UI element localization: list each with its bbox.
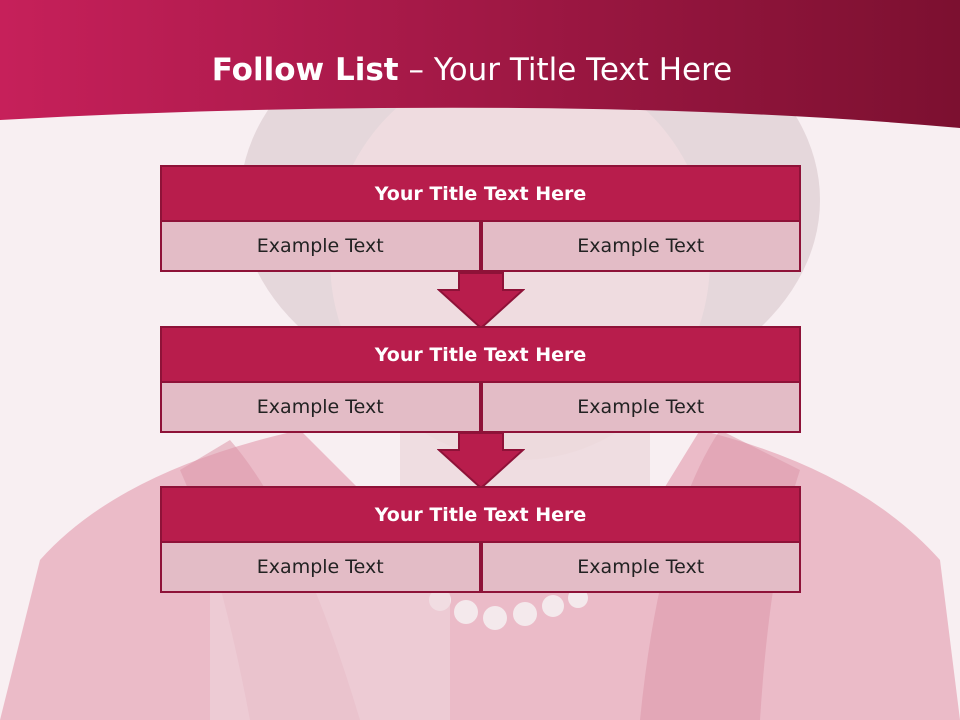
page-title-rest: – Your Title Text Here: [398, 52, 733, 88]
step-row: Example Text Example Text: [160, 222, 801, 272]
down-arrow-icon: [437, 272, 525, 330]
page-title-bold: Follow List: [211, 52, 399, 88]
step-cell-right: Example Text: [480, 383, 801, 433]
step-title: Your Title Text Here: [160, 165, 801, 222]
step-cell-right: Example Text: [480, 543, 801, 593]
down-arrow-icon: [437, 432, 525, 490]
step-row: Example Text Example Text: [160, 543, 801, 593]
step-cell-left: Example Text: [160, 543, 481, 593]
step-block-1: Your Title Text Here Example Text Exampl…: [160, 165, 801, 272]
step-title: Your Title Text Here: [160, 486, 801, 543]
step-block-3: Your Title Text Here Example Text Exampl…: [160, 486, 801, 593]
page-title: Follow List – Your Title Text Here: [0, 52, 944, 88]
step-row: Example Text Example Text: [160, 383, 801, 433]
header-band: [0, 0, 960, 128]
step-cell-right: Example Text: [480, 222, 801, 272]
step-cell-left: Example Text: [160, 222, 481, 272]
step-title: Your Title Text Here: [160, 326, 801, 383]
step-cell-left: Example Text: [160, 383, 481, 433]
step-block-2: Your Title Text Here Example Text Exampl…: [160, 326, 801, 433]
